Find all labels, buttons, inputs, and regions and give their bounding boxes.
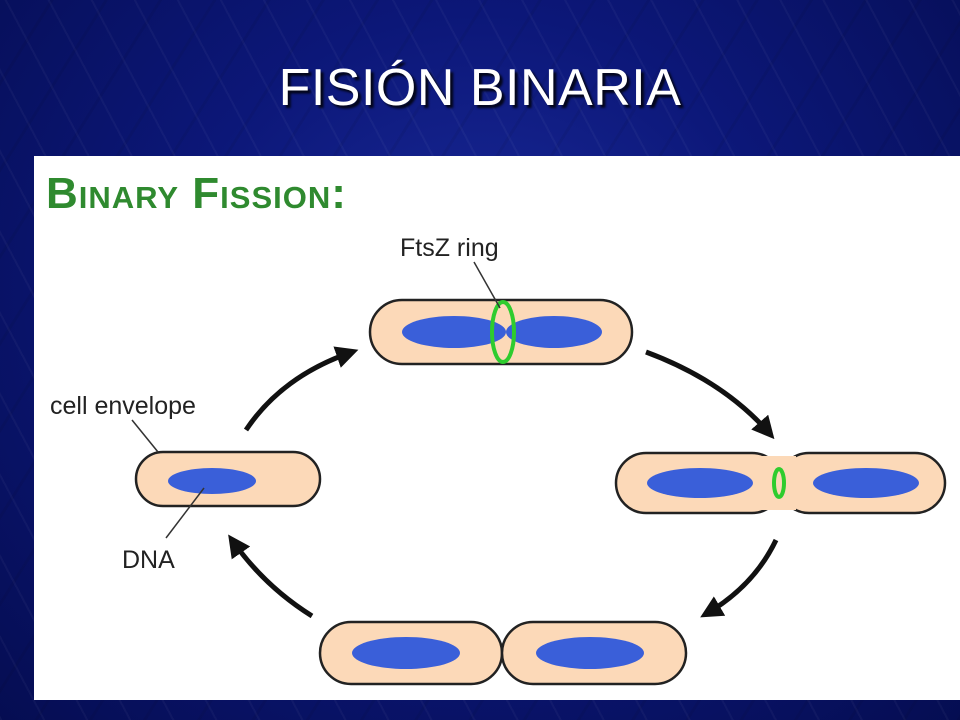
cell-envelope-pointer [131, 419, 159, 453]
dna [402, 316, 506, 348]
dna [536, 637, 644, 669]
ftsz-ring-label: FtsZ ring [400, 234, 499, 262]
dna [168, 468, 256, 494]
cell-stage-4 [318, 620, 688, 686]
dna [506, 316, 602, 348]
cell-stage-2 [368, 298, 634, 366]
diagram-title: Binary Fission: [46, 169, 347, 218]
arrow-ftsz-to-constriction [645, 349, 775, 440]
dna [813, 468, 919, 498]
dna [352, 637, 460, 669]
binary-fission-diagram: FtsZ ring cell envelope DNA [50, 234, 947, 686]
cell-envelope-label: cell envelope [50, 392, 196, 420]
arrow-constriction-to-separation [700, 538, 779, 618]
ftsz-ring-icon [490, 300, 516, 364]
septum-join [762, 456, 796, 510]
ftsz-ring-pointer [473, 261, 501, 309]
arrow-envelope-to-ftsz [243, 346, 359, 432]
cell-stage-1 [134, 450, 322, 508]
cell-stage-3 [614, 451, 947, 515]
dna [647, 468, 753, 498]
slide-title: FISIÓN BINARIA [278, 59, 682, 117]
ftsz-ring-icon [772, 467, 786, 499]
dna-pointer [165, 487, 205, 539]
diagram-panel: Binary Fission: [34, 156, 960, 700]
arrow-separation-to-start [228, 534, 314, 619]
dna-label: DNA [122, 546, 175, 574]
